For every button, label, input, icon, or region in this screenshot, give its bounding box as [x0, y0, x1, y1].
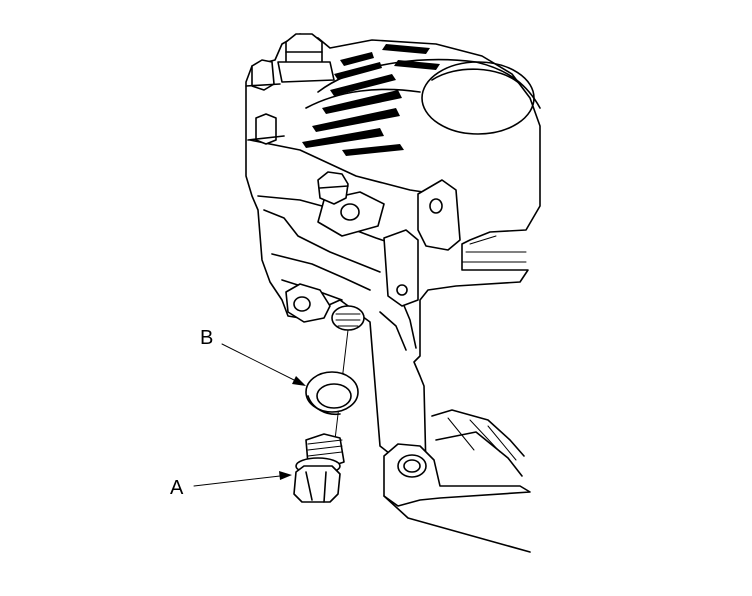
- case-ribs: [302, 44, 440, 156]
- bolt-top-left-2: [247, 113, 285, 145]
- callout-a-leader: [193, 471, 292, 487]
- callout-b-label: B: [200, 327, 214, 349]
- support-bracket: [383, 409, 531, 553]
- bolt-front: [317, 171, 349, 205]
- callout-b-leader: [221, 343, 306, 386]
- drain-plug-bolt: [293, 433, 345, 503]
- transmission-case: [245, 33, 541, 477]
- callout-a-label: A: [170, 477, 184, 499]
- bolt-top-left-1: [245, 59, 281, 91]
- bolt-top-large: [277, 33, 335, 83]
- sealing-washer: [305, 371, 359, 416]
- case-bolts: [245, 33, 349, 205]
